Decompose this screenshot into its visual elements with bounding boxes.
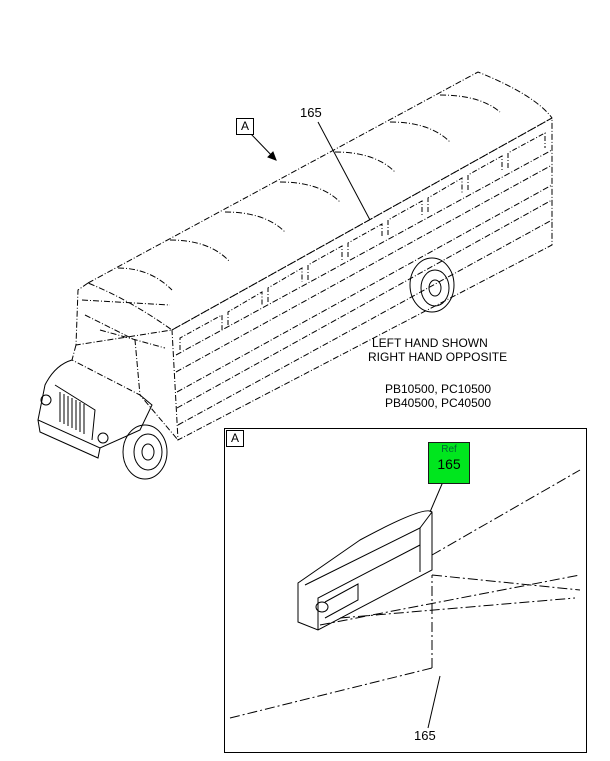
ref-part-number: 165	[437, 456, 461, 472]
model-list-line1: PB10500, PC10500	[385, 382, 492, 396]
leader-165-bottom	[427, 675, 441, 729]
ref-tag-165[interactable]: Ref 165	[428, 442, 470, 484]
bus-hood	[37, 359, 153, 459]
bus-roof	[86, 71, 553, 331]
note-right-hand-opposite: RIGHT HAND OPPOSITE	[368, 350, 508, 364]
view-callout-box-main: A	[236, 118, 254, 135]
leader-165-top	[317, 121, 371, 221]
front-wheel	[122, 424, 168, 480]
part-number-165-top: 165	[300, 105, 322, 120]
model-list-line2: PB40500, PC40500	[385, 396, 492, 410]
bus-front-cab	[71, 282, 179, 441]
view-callout-box-detail: A	[226, 430, 244, 447]
detail-body-lines	[229, 469, 581, 719]
detail-view-frame	[224, 428, 587, 753]
rear-wheel	[409, 257, 455, 313]
arrow-head-A	[267, 151, 277, 161]
ref-label: Ref	[441, 444, 457, 455]
bus-side	[171, 117, 553, 441]
note-left-hand-shown: LEFT HAND SHOWN	[372, 336, 488, 350]
bus-windows	[179, 132, 546, 350]
part-number-165-bottom: 165	[414, 728, 436, 743]
detail-lamp	[297, 510, 433, 631]
